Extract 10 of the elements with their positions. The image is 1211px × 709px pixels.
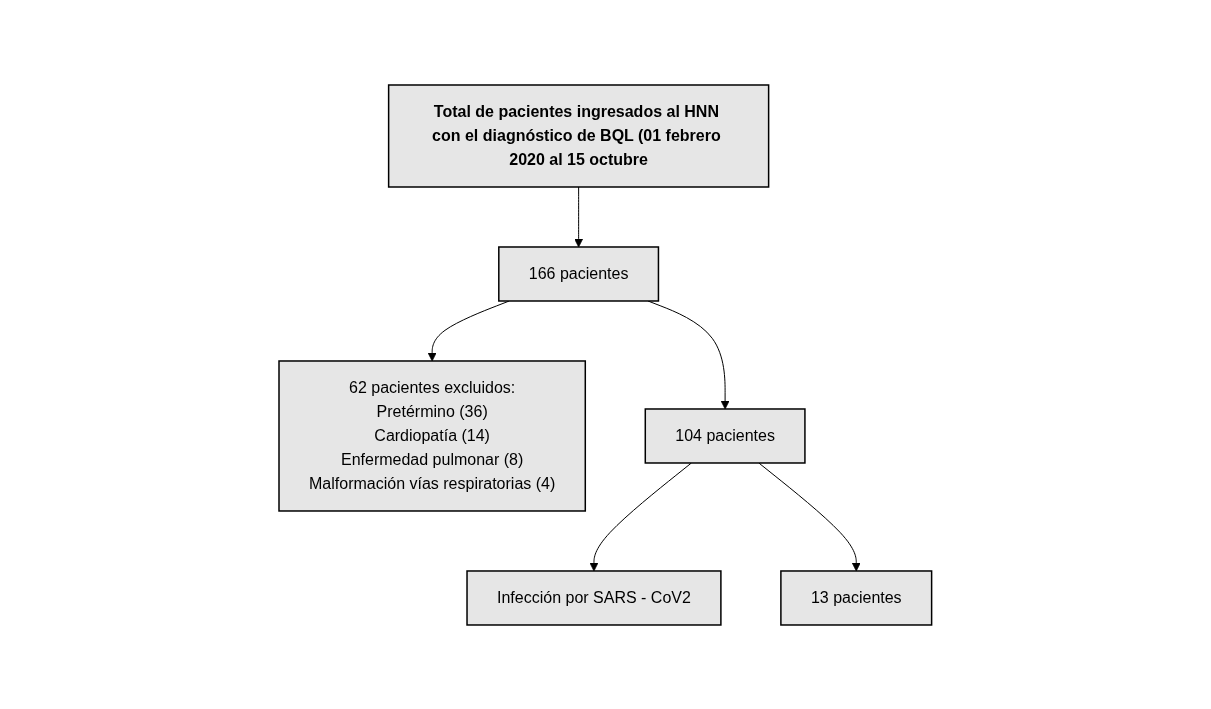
- node-box: 166 pacientes: [498, 245, 660, 302]
- arrow: [574, 186, 584, 247]
- arrow: [427, 300, 510, 361]
- arrow: [758, 462, 861, 571]
- arrow: [589, 462, 693, 571]
- node-box: 104 pacientes: [644, 407, 806, 464]
- node-box: 62 pacientes excluidos: Pretérmino (36) Cardiopatía (14) Enfermedad pulmonar (8) Malformación vías respiratorias (4): [278, 359, 587, 512]
- node-box: Infección por SARS - CoV2: [466, 569, 722, 626]
- node-box: 13 pacientes: [780, 569, 933, 626]
- node-box: Total de pacientes ingresados al HNN con el diagnóstico de BQL (01 febrero 2020 al 15 octubre: [388, 83, 770, 188]
